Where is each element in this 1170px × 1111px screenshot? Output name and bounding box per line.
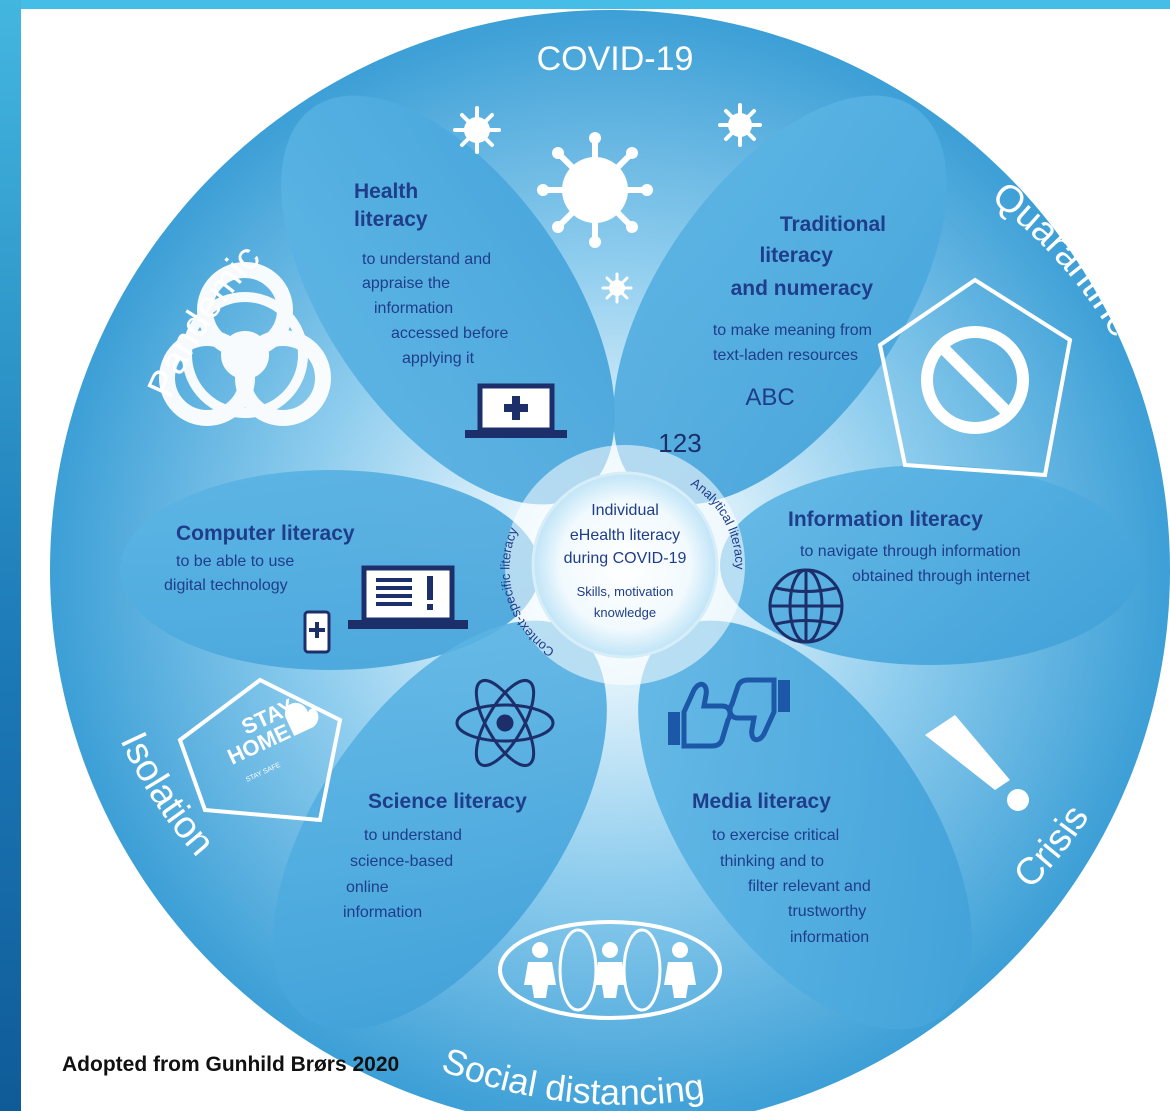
virus-small-icon-right (718, 103, 762, 147)
traditional-literacy-text: Traditional literacy and numeracy to mak… (713, 213, 886, 364)
media-desc2: thinking and to (720, 853, 824, 870)
media-desc1: to exercise critical (712, 827, 839, 844)
health-title2: literacy (354, 208, 428, 231)
computer-title: Computer literacy (176, 522, 355, 545)
information-desc1: to navigate through information (800, 543, 1021, 560)
media-desc4: trustworthy (788, 903, 866, 920)
left-accent-bar (0, 0, 21, 1111)
information-literacy-text: Information literacy to navigate through… (788, 508, 1030, 585)
traditional-desc2: text-laden resources (713, 347, 858, 364)
center-line3: during COVID-19 (564, 550, 687, 567)
petal-traditional (613, 95, 947, 505)
health-literacy-text: Health literacy to understand and apprai… (354, 180, 509, 367)
social-distancing-icon (498, 920, 722, 1020)
science-title: Science literacy (368, 790, 527, 813)
science-desc3: online (346, 879, 389, 896)
globe-icon (768, 568, 844, 644)
media-title: Media literacy (692, 790, 831, 813)
virus-tiny-icon (601, 272, 633, 304)
center-text-group: Individual eHealth literacy during COVID… (564, 502, 687, 620)
center-circle (531, 471, 719, 659)
abc-label: ABC (745, 384, 794, 411)
science-desc2: science-based (350, 853, 453, 870)
media-desc3: filter relevant and (748, 878, 871, 895)
ring-label-covid: COVID-19 (537, 40, 694, 78)
traditional-title2: literacy (759, 244, 833, 267)
petal-information (720, 465, 1140, 665)
science-desc1: to understand (364, 827, 462, 844)
phone-plus-icon (303, 610, 331, 654)
health-desc3: information (374, 300, 453, 317)
health-title1: Health (354, 180, 418, 203)
information-desc2: obtained through internet (852, 568, 1030, 585)
biohazard-icon (159, 262, 331, 426)
media-desc5: information (790, 929, 869, 946)
science-desc4: information (343, 904, 422, 921)
health-desc5: applying it (402, 350, 475, 367)
information-title: Information literacy (788, 508, 983, 531)
science-literacy-text: Science literacy to understand science-b… (343, 790, 527, 921)
health-desc2: appraise the (362, 275, 450, 292)
numeric-label: 123 (658, 428, 701, 458)
center-line2: eHealth literacy (570, 527, 680, 544)
exclamation-icon (925, 715, 1029, 811)
virus-large-icon (537, 132, 653, 248)
source-credit: Adopted from Gunhild Brørs 2020 (62, 1053, 400, 1076)
traditional-title1: Traditional (780, 213, 886, 236)
laptop-plus-icon (465, 383, 567, 438)
petal-science (273, 620, 607, 1030)
traditional-title3: and numeracy (731, 277, 874, 300)
computer-desc1: to be able to use (176, 553, 294, 570)
quarantine-house-icon (877, 277, 1073, 478)
laptop-alert-icon (348, 565, 468, 629)
health-desc4: accessed before (391, 325, 509, 342)
media-literacy-text: Media literacy to exercise critical thin… (692, 790, 871, 946)
traditional-desc1: to make meaning from (713, 322, 872, 339)
center-line4: Skills, motivation (577, 584, 674, 599)
virus-small-icon-left (453, 106, 501, 154)
health-desc1: to understand and (362, 251, 491, 268)
thumbs-down-icon (727, 677, 790, 743)
petal-media (638, 620, 972, 1030)
computer-desc2: digital technology (164, 577, 288, 594)
center-line1: Individual (591, 502, 659, 519)
center-line5: knowledge (594, 605, 656, 620)
atom-icon (455, 678, 555, 768)
computer-literacy-text: Computer literacy to be able to use digi… (164, 522, 355, 594)
top-accent-bar (0, 0, 1170, 9)
